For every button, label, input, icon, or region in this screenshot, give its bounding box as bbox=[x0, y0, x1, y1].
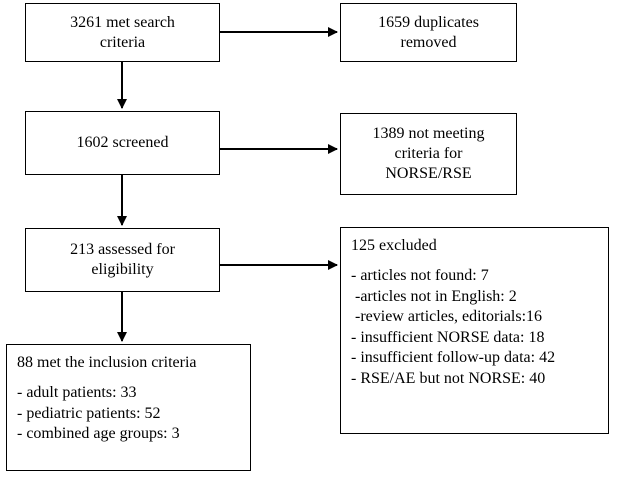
included-title: 88 met the inclusion criteria bbox=[17, 354, 197, 371]
excluded-item: - articles not found: 7 bbox=[351, 267, 489, 284]
excluded-item: - insufficient follow-up data: 42 bbox=[351, 349, 556, 366]
excluded-item: -articles not in English: 2 bbox=[351, 287, 517, 305]
included-item: - pediatric patients: 52 bbox=[17, 404, 161, 422]
excluded-item: - RSE/AE but not NORSE: 40 bbox=[351, 369, 546, 387]
box-inclusion-criteria: 88 met the inclusion criteria - adult pa… bbox=[6, 344, 251, 471]
box-assessed-eligibility: 213 assessed for eligibility bbox=[25, 228, 220, 292]
excluded-title: 125 excluded bbox=[351, 237, 437, 254]
box-not-meeting-criteria: 1389 not meeting criteria for NORSE/RSE bbox=[340, 113, 517, 195]
box-line: 1389 not meeting bbox=[372, 125, 485, 142]
box-line: NORSE/RSE bbox=[385, 165, 472, 182]
box-screened: 1602 screened bbox=[25, 111, 220, 175]
box-line: removed bbox=[400, 33, 457, 51]
box-met-search-criteria: 3261 met search criteria bbox=[25, 3, 220, 62]
excluded-item: -review articles, editorials:16 bbox=[351, 308, 543, 325]
included-item: - combined age groups: 3 bbox=[17, 425, 180, 442]
box-line: 213 assessed for bbox=[70, 241, 175, 258]
box-excluded: 125 excluded - articles not found: 7 -ar… bbox=[340, 227, 609, 434]
box-line: 3261 met search bbox=[70, 13, 175, 31]
box-duplicates-removed: 1659 duplicates removed bbox=[340, 3, 517, 62]
excluded-item: - insufficient NORSE data: 18 bbox=[351, 328, 545, 346]
box-line: criteria for bbox=[394, 145, 463, 162]
box-line: eligibility bbox=[91, 261, 154, 278]
included-item: - adult patients: 33 bbox=[17, 384, 137, 401]
box-line: 1659 duplicates bbox=[378, 13, 479, 31]
box-line: criteria bbox=[99, 33, 146, 51]
box-line: 1602 screened bbox=[76, 134, 169, 151]
